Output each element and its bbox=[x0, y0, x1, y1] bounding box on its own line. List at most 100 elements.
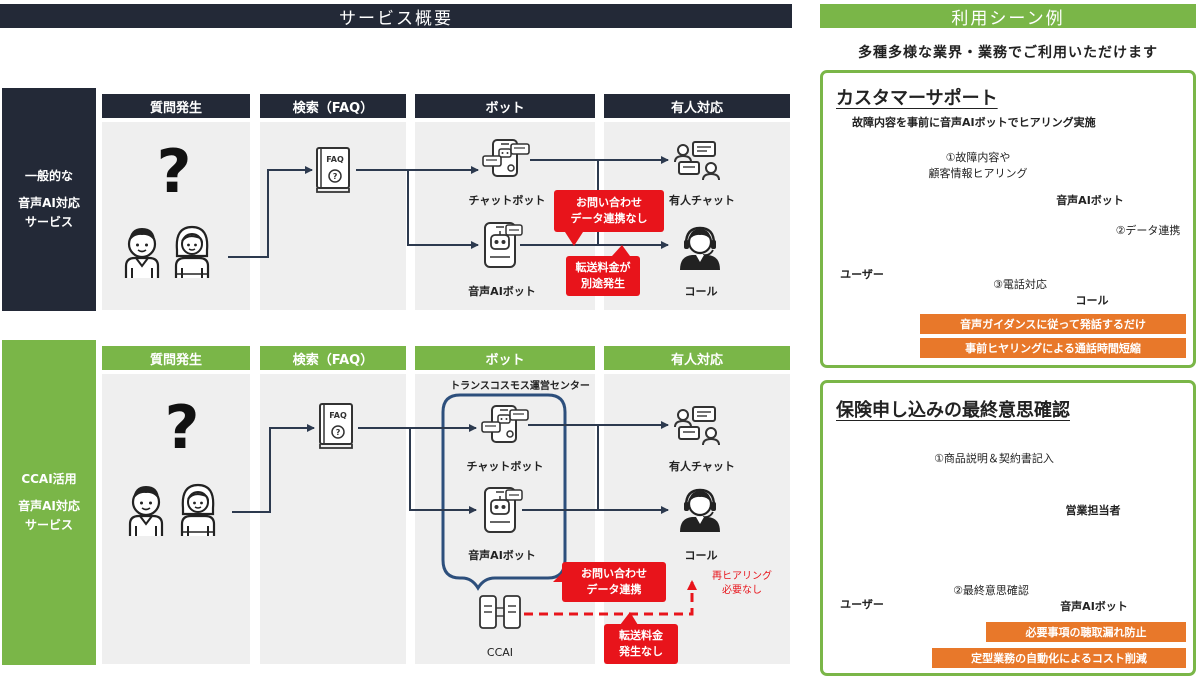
col-faq-label: 検索（FAQ） bbox=[292, 352, 374, 368]
step-line: ①故障内容や bbox=[945, 151, 1011, 164]
col-question-label: 質問発生 bbox=[149, 352, 202, 368]
card2-sales-label: 営業担当者 bbox=[1065, 504, 1121, 517]
use-case-subtitle: 多種多様な業界・業務でご利用いただけます bbox=[858, 45, 1158, 61]
callout-line: 転送料金が bbox=[575, 261, 631, 275]
callout-line: 発生なし bbox=[619, 645, 663, 658]
row2-label-line2: 音声AI対応 bbox=[18, 498, 80, 513]
row1-human-chat-label: 有人チャット bbox=[669, 194, 735, 207]
row2-call-label: コール bbox=[684, 549, 718, 562]
row1-col-question: 質問発生 bbox=[102, 94, 250, 118]
row1-col-bot: ボット bbox=[415, 94, 595, 118]
faq-book-icon bbox=[316, 147, 350, 193]
col-bot-label: ボット bbox=[485, 100, 525, 116]
use-case-title: 利用シーン例 bbox=[951, 8, 1065, 29]
chatbot-phone-icon bbox=[481, 405, 529, 443]
col-faq-label: 検索（FAQ） bbox=[292, 100, 374, 116]
card1-title: カスタマーサポート bbox=[836, 88, 998, 109]
person-icon bbox=[128, 484, 164, 538]
chatbot-phone-icon bbox=[482, 139, 530, 177]
card1-step1: ①故障内容や 顧客情報ヒアリング bbox=[910, 150, 1046, 182]
card1-voicebot-label: 音声AIボット bbox=[1056, 194, 1124, 207]
card2-voicebot-label: 音声AIボット bbox=[1060, 600, 1128, 613]
faq-book-icon bbox=[319, 403, 353, 449]
card1-step2: ②データ連携 bbox=[1115, 224, 1181, 237]
ops-center-label: トランスコスモス運営センター bbox=[450, 381, 590, 392]
service-overview-header: サービス概要 bbox=[0, 4, 792, 29]
col-human-label: 有人対応 bbox=[670, 352, 723, 368]
person-icon bbox=[124, 226, 160, 280]
callout-line: お問い合わせ bbox=[581, 567, 647, 581]
operations-center-box bbox=[441, 393, 567, 591]
person-icon bbox=[180, 483, 216, 538]
card1-step3: ③電話対応 bbox=[993, 278, 1047, 291]
card2-step1: ①商品説明＆契約書記入 bbox=[934, 452, 1054, 465]
row1-callout-transfer-fee: 転送料金が 別途発生 bbox=[566, 256, 640, 296]
col-question-label: 質問発生 bbox=[149, 100, 202, 116]
row2-callout-no-transfer-fee: 転送料金 発生なし bbox=[604, 624, 678, 664]
callout-tail bbox=[565, 232, 583, 246]
voicebot-phone-icon bbox=[484, 222, 523, 268]
row2-callout-data-link: お問い合わせ データ連携 bbox=[562, 562, 666, 602]
card1-benefit-2: 事前ヒヤリングによる通話時間短縮 bbox=[920, 338, 1186, 358]
row1-col-human: 有人対応 bbox=[604, 94, 790, 118]
row1-label-line2: 音声AI対応 bbox=[18, 195, 80, 210]
row1-call-label: コール bbox=[684, 285, 718, 298]
note-line: 再ヒアリング bbox=[712, 571, 772, 582]
callout-tail bbox=[620, 612, 638, 625]
callout-line: データ連携 bbox=[586, 583, 642, 596]
call-agent-icon bbox=[678, 226, 722, 272]
row2-panel-question bbox=[102, 374, 250, 664]
no-rehearing-note: 再ヒアリング 必要なし bbox=[700, 570, 784, 597]
row2-col-question: 質問発生 bbox=[102, 346, 250, 370]
col-human-label: 有人対応 bbox=[670, 100, 723, 116]
row1-label-line3: サービス bbox=[24, 215, 73, 230]
card2-benefit-1: 必要事項の聴取漏れ防止 bbox=[986, 622, 1186, 642]
row2-human-chat-label: 有人チャット bbox=[669, 460, 735, 473]
card1-call-label: コール bbox=[1075, 294, 1109, 307]
step-line: 顧客情報ヒアリング bbox=[928, 166, 1028, 180]
note-line: 必要なし bbox=[722, 584, 762, 596]
ccai-label: CCAI bbox=[486, 646, 514, 659]
row2-label-line1: CCAI活用 bbox=[21, 471, 77, 486]
call-agent-icon bbox=[678, 488, 722, 534]
row2-flow-arrow bbox=[232, 424, 315, 513]
row1-col-faq: 検索（FAQ） bbox=[260, 94, 406, 118]
row1-callout-no-data-link: お問い合わせ データ連携なし bbox=[554, 190, 664, 232]
row2-voicebot-label: 音声AIボット bbox=[468, 549, 536, 562]
question-mark-icon: ? bbox=[165, 393, 200, 463]
card2-title: 保険申し込みの最終意思確認 bbox=[836, 400, 1070, 421]
row1-chatbot-label: チャットボット bbox=[468, 194, 546, 207]
card2-user-label: ユーザー bbox=[840, 598, 884, 611]
card1-benefit-1: 音声ガイダンスに従って発話するだけ bbox=[920, 314, 1186, 334]
ccai-icon bbox=[479, 595, 521, 629]
row2-col-bot: ボット bbox=[415, 346, 595, 370]
row1-flow-arrow bbox=[356, 169, 479, 249]
card2-step2: ②最終意思確認 bbox=[953, 584, 1029, 597]
row2-col-faq: 検索（FAQ） bbox=[260, 346, 406, 370]
human-chat-icon bbox=[674, 406, 720, 446]
ccai-data-link-arrow bbox=[524, 580, 697, 616]
col-bot-label: ボット bbox=[485, 352, 525, 368]
row1-voicebot-label: 音声AIボット bbox=[468, 285, 536, 298]
card1-user-label: ユーザー bbox=[840, 268, 884, 281]
card2-benefit-2: 定型業務の自動化によるコスト削減 bbox=[932, 648, 1186, 668]
callout-line: お問い合わせ bbox=[576, 196, 642, 210]
use-case-header: 利用シーン例 bbox=[820, 4, 1196, 29]
human-chat-icon bbox=[674, 141, 720, 181]
row1-flow-arrow bbox=[228, 166, 313, 258]
callout-tail bbox=[612, 245, 630, 256]
card1-subtitle: 故障内容を事前に音声AIボットでヒアリング実施 bbox=[852, 116, 1096, 129]
service-overview-title: サービス概要 bbox=[339, 8, 453, 29]
row2-label: CCAI活用 音声AI対応 サービス bbox=[2, 340, 96, 665]
row1-panel-question bbox=[102, 122, 250, 310]
callout-line: 別途発生 bbox=[581, 277, 625, 290]
callout-line: データ連携なし bbox=[570, 212, 648, 225]
row1-label-line1: 一般的な bbox=[24, 168, 73, 183]
voicebot-phone-icon bbox=[484, 487, 523, 533]
row2-label-line3: サービス bbox=[24, 518, 73, 533]
row2-flow-arrow bbox=[358, 427, 477, 514]
row2-chatbot-label: チャットボット bbox=[466, 460, 544, 473]
person-icon bbox=[174, 225, 210, 280]
row2-col-human: 有人対応 bbox=[604, 346, 790, 370]
row1-label: 一般的な 音声AI対応 サービス bbox=[2, 88, 96, 311]
